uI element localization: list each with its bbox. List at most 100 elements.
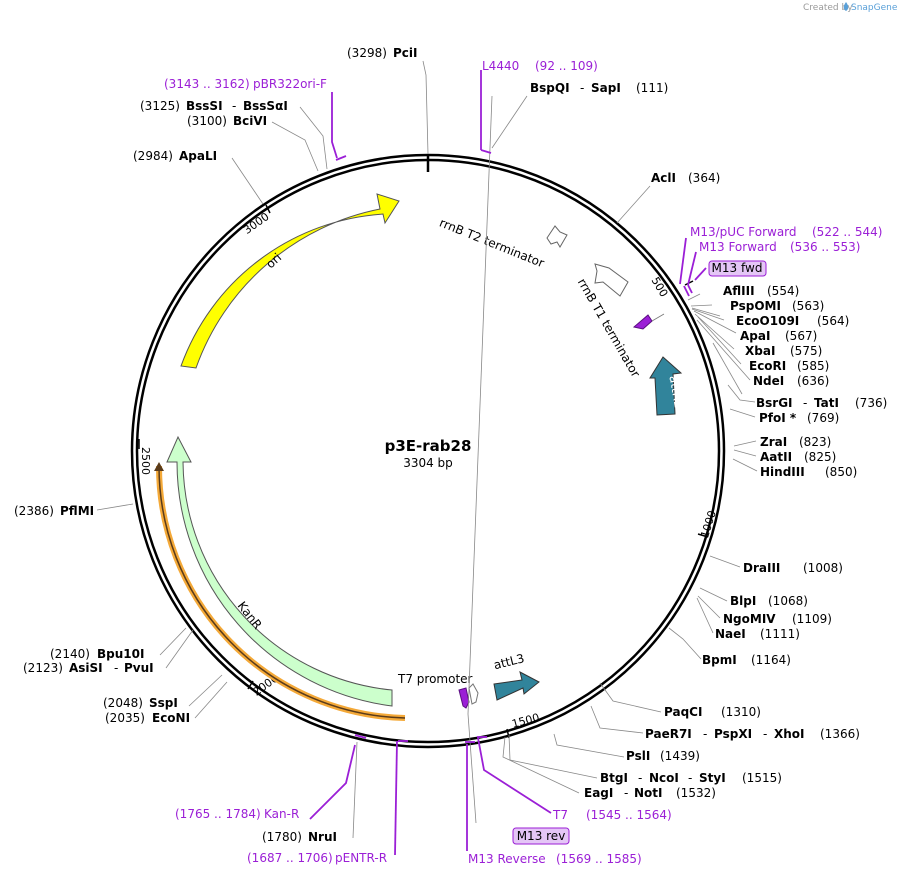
svg-text:PspXI: PspXI: [714, 727, 752, 741]
svg-text:(575): (575): [790, 344, 822, 358]
svg-text:PflMI: PflMI: [60, 504, 94, 518]
svg-text:M13 Reverse: M13 Reverse: [468, 852, 546, 866]
svg-text:3000: 3000: [241, 210, 271, 237]
svg-text:-: -: [580, 81, 584, 95]
svg-text:(1164): (1164): [751, 653, 791, 667]
site-pflmi[interactable]: (2386) PflMI: [14, 504, 94, 518]
svg-text:T7: T7: [552, 808, 568, 822]
rrnb-t1-terminator-feature[interactable]: [594, 263, 629, 297]
svg-text:(563): (563): [792, 299, 824, 313]
svg-text:(823): (823): [799, 435, 831, 449]
site-draiii[interactable]: DraIII (1008): [743, 561, 843, 575]
svg-text:(536 .. 553): (536 .. 553): [790, 240, 860, 254]
svg-text:(3298): (3298): [347, 46, 387, 60]
svg-text:(2048): (2048): [103, 696, 143, 710]
t7-promoter-label: T7 promoter: [397, 672, 473, 686]
site-bcivi[interactable]: (3100) BciVI: [187, 114, 267, 128]
svg-text:AatII: AatII: [760, 450, 792, 464]
site-paqci[interactable]: PaqCI (1310): [664, 705, 761, 719]
svg-text:SapI: SapI: [591, 81, 621, 95]
svg-text:(1008): (1008): [803, 561, 843, 575]
primer-m13-reverse[interactable]: M13 Reverse (1569 .. 1585): [468, 852, 642, 866]
kanr-orf-underline: [156, 465, 406, 721]
site-apali[interactable]: (2984) ApaLI: [133, 149, 217, 163]
site-xbai[interactable]: XbaI (575): [745, 344, 822, 358]
primer-t7[interactable]: T7 (1545 .. 1564): [552, 808, 672, 822]
site-blpi[interactable]: BlpI (1068): [730, 594, 808, 608]
site-bpmi[interactable]: BpmI (1164): [702, 653, 791, 667]
svg-text:-: -: [114, 661, 118, 675]
attr2-feature[interactable]: [649, 356, 683, 416]
site-ndei[interactable]: NdeI (636): [753, 374, 829, 388]
svg-text:AflIII: AflIII: [723, 284, 755, 298]
svg-text:BssSαI: BssSαI: [243, 99, 288, 113]
svg-text:EagI: EagI: [584, 786, 613, 800]
svg-text:(769): (769): [807, 411, 839, 425]
badge-m13-rev[interactable]: M13 rev: [512, 827, 570, 845]
svg-text:PfoI *: PfoI *: [759, 411, 797, 425]
svg-text:NruI: NruI: [308, 830, 337, 844]
primer-l4440[interactable]: L4440 (92 .. 109): [482, 59, 598, 73]
site-ngomiv[interactable]: NgoMIV (1109): [723, 612, 832, 626]
rrnb-t2-terminator-feature[interactable]: [546, 225, 568, 248]
site-asisi-pvui[interactable]: (2123) AsiSI - PvuI: [23, 661, 154, 675]
site-paer7i-pspxi-xhoi[interactable]: PaeR7I - PspXI - XhoI (1366): [645, 727, 860, 741]
svg-text:PciI: PciI: [393, 46, 418, 60]
kanr-feature[interactable]: [166, 435, 393, 707]
svg-text:(1439): (1439): [660, 749, 700, 763]
site-pspomi[interactable]: PspOMI (563): [730, 299, 824, 313]
site-pcii[interactable]: (3298) PciI: [347, 46, 418, 60]
site-aatii[interactable]: AatII (825): [760, 450, 836, 464]
site-pfoi[interactable]: PfoI * (769): [759, 411, 839, 425]
svg-text:(1545 .. 1564): (1545 .. 1564): [586, 808, 672, 822]
svg-text:BpmI: BpmI: [702, 653, 737, 667]
svg-text:NcoI: NcoI: [649, 771, 679, 785]
site-bsssi-bsssai[interactable]: (3125) BssSI - BssSαI: [140, 99, 288, 113]
svg-text:M13 Forward: M13 Forward: [699, 240, 777, 254]
primer-m13-forward[interactable]: M13 Forward (536 .. 553): [699, 240, 860, 254]
badge-m13-fwd[interactable]: M13 fwd: [708, 260, 767, 277]
svg-text:(3100): (3100): [187, 114, 227, 128]
svg-text:(1687 .. 1706): (1687 .. 1706): [247, 851, 333, 865]
svg-text:BlpI: BlpI: [730, 594, 756, 608]
svg-text:(1765 .. 1784): (1765 .. 1784): [175, 807, 261, 821]
svg-text:NgoMIV: NgoMIV: [723, 612, 776, 626]
site-psli[interactable]: PslI (1439): [626, 749, 700, 763]
site-econi[interactable]: (2035) EcoNI: [105, 711, 190, 725]
svg-text:M13/pUC Forward: M13/pUC Forward: [690, 225, 797, 239]
site-hindiii[interactable]: HindIII (850): [760, 465, 857, 479]
site-ecoo109i[interactable]: EcoO109I (564): [736, 314, 849, 328]
site-btgi-ncoi-styi[interactable]: BtgI - NcoI - StyI (1515): [600, 771, 782, 785]
site-naei[interactable]: NaeI (1111): [715, 627, 800, 641]
ori-feature[interactable]: [180, 193, 400, 369]
site-apai[interactable]: ApaI (567): [740, 329, 817, 343]
primer-pentr-r[interactable]: (1687 .. 1706) pENTR-R: [247, 851, 387, 865]
site-bsrgi-tati[interactable]: BsrGI - TatI (736): [756, 396, 887, 410]
svg-text:ZraI: ZraI: [760, 435, 787, 449]
leader-lines: [96, 60, 758, 839]
site-sspi[interactable]: (2048) SspI: [103, 696, 178, 710]
svg-text:BsrGI: BsrGI: [756, 396, 793, 410]
attl3-feature[interactable]: [493, 671, 540, 701]
site-afliii[interactable]: AflIII (554): [723, 284, 799, 298]
site-bpu10i[interactable]: (2140) Bpu10I: [50, 647, 144, 661]
lac-promoter-feature[interactable]: [632, 314, 653, 330]
primer-m13-puc-forward[interactable]: M13/pUC Forward (522 .. 544): [690, 225, 882, 239]
t7-promoter-feature[interactable]: [458, 687, 470, 709]
attr2-label: attR2: [666, 374, 685, 409]
scale-tick-500: 500: [649, 275, 694, 299]
site-nrui[interactable]: (1780) NruI: [262, 830, 337, 844]
svg-text:(1109): (1109): [792, 612, 832, 626]
site-eagi-noti[interactable]: EagI - NotI (1532): [584, 786, 716, 800]
site-bspqi-sapi[interactable]: BspQI - SapI (111): [530, 81, 668, 95]
primer-kan-r[interactable]: (1765 .. 1784) Kan-R: [175, 807, 299, 821]
primer-pbr322ori-f[interactable]: (3143 .. 3162) pBR322ori-F: [164, 77, 327, 91]
site-zrai[interactable]: ZraI (823): [760, 435, 831, 449]
credit-prefix: Created by: [803, 3, 853, 13]
rrnb-t1-label: rrnB T1 terminator: [575, 276, 643, 380]
svg-text:(554): (554): [767, 284, 799, 298]
svg-text:BtgI: BtgI: [600, 771, 628, 785]
site-acli[interactable]: AclI (364): [651, 171, 720, 185]
site-ecori[interactable]: EcoRI (585): [749, 359, 829, 373]
svg-text:EcoNI: EcoNI: [152, 711, 190, 725]
